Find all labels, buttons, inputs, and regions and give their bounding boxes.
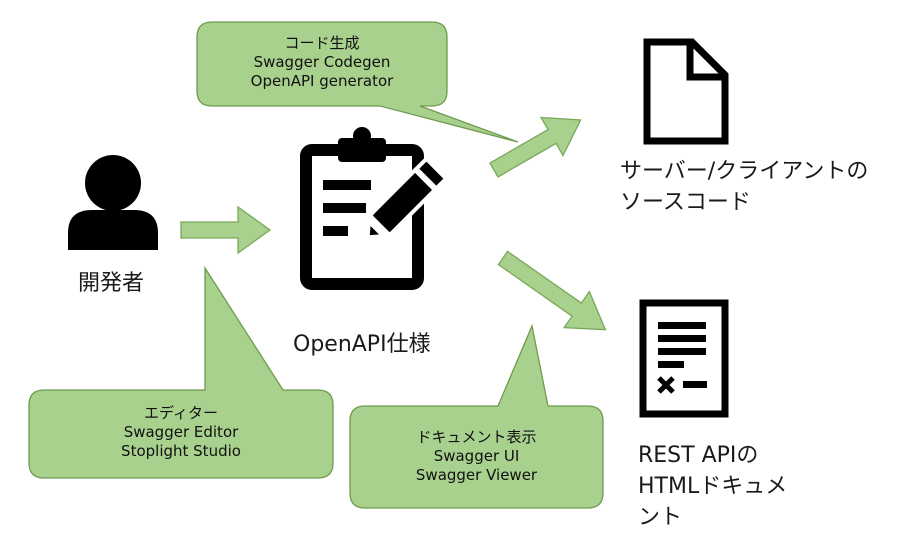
arrow-developer-to-spec bbox=[180, 205, 272, 255]
callout-viewer-shape bbox=[349, 323, 604, 509]
docs-label-line: REST APIの bbox=[638, 443, 759, 468]
document-icon bbox=[639, 299, 729, 418]
docs-label-line: ント bbox=[638, 505, 683, 530]
callout-codegen-heading: コード生成 bbox=[284, 34, 360, 52]
callout-codegen-tool: OpenAPI generator bbox=[250, 72, 394, 90]
arrow-spec-to-source bbox=[489, 116, 582, 178]
callout-viewer-tool: Swagger Viewer bbox=[415, 466, 538, 484]
arrow-spec-to-docs bbox=[497, 250, 607, 331]
callout-editor: エディター Swagger Editor Stoplight Studio bbox=[29, 404, 333, 461]
file-icon bbox=[643, 38, 729, 145]
person-icon bbox=[68, 155, 158, 250]
callout-viewer-tool: Swagger UI bbox=[433, 447, 520, 465]
source-label: サーバー/クライアントの ソースコード bbox=[620, 156, 868, 218]
docs-label: REST APIの HTMLドキュメ ント bbox=[638, 440, 787, 533]
source-label-line: ソースコード bbox=[620, 190, 751, 215]
spec-label: OpenAPI仕様 bbox=[293, 332, 431, 357]
clipboard-pencil-icon bbox=[300, 127, 450, 290]
docs-label-line: HTMLドキュメ bbox=[638, 474, 788, 499]
source-label-line: サーバー/クライアントの bbox=[620, 159, 869, 184]
callout-codegen: コード生成 Swagger Codegen OpenAPI generator bbox=[197, 34, 447, 91]
callout-editor-shape bbox=[28, 265, 334, 479]
callout-viewer-heading: ドキュメント表示 bbox=[416, 428, 537, 446]
callout-editor-heading: エディター bbox=[144, 404, 218, 422]
callout-codegen-tool: Swagger Codegen bbox=[253, 53, 391, 71]
callout-editor-tool: Stoplight Studio bbox=[121, 442, 241, 460]
callout-editor-tool: Swagger Editor bbox=[123, 423, 239, 441]
callout-viewer: ドキュメント表示 Swagger UI Swagger Viewer bbox=[350, 428, 603, 485]
callout-codegen-shape bbox=[196, 21, 519, 143]
developer-label: 開発者 bbox=[78, 271, 145, 296]
